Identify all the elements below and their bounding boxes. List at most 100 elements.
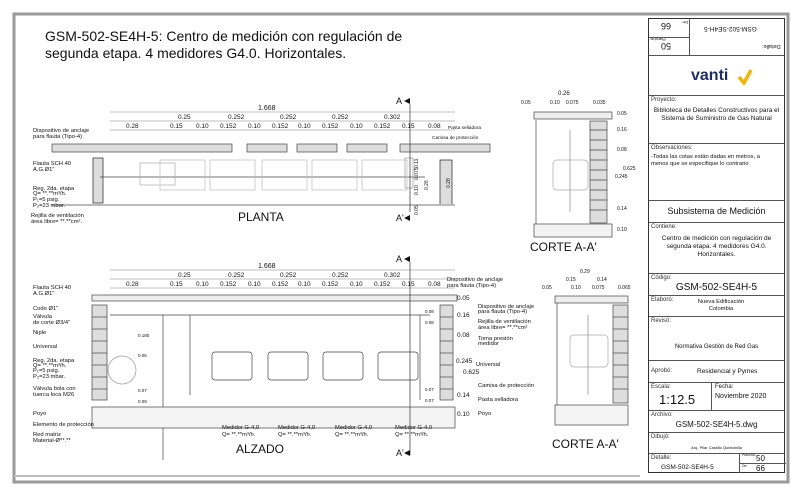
alzado-section-a2: A': [396, 448, 404, 458]
dimension-label: 0.08: [428, 123, 441, 130]
callout-label: Poyo: [33, 411, 46, 417]
corte-bottom-view: [554, 295, 629, 426]
callout-label: A.G.Ø1": [33, 167, 54, 173]
planta-dim-total: 1.668: [258, 105, 276, 112]
callout-label: Rejilla de ventilación: [478, 319, 531, 325]
detalle-box: Detalle: GSM-502-SE4H-5 Plancha: 50 De: …: [649, 453, 786, 474]
archivo-label: Archivo:: [651, 412, 673, 418]
callout-label: Rejilla de ventilación: [31, 213, 84, 219]
callout-label: Q= **.**m³/h.: [33, 191, 67, 197]
drawing-title-line1: GSM-502-SE4H-5: Centro de medición con r…: [45, 28, 402, 44]
callout-label: Dispositivo de anclaje: [33, 128, 89, 134]
de-label: De:: [681, 20, 688, 25]
dimension-label: 0.05: [542, 285, 552, 291]
elaboro-box: Elaboró: Nueva Edificación Colombia: [649, 296, 784, 317]
corte-top-title: CORTE A-A': [530, 240, 597, 254]
dibujo-value: Arq. Pilar Castillo Quintanilla: [691, 445, 742, 450]
dimension-label: 0.08: [425, 320, 434, 325]
dimension-label: 0.10: [248, 281, 261, 288]
corte-bottom-title: CORTE A-A': [552, 437, 619, 451]
dimension-label: 0.252: [280, 272, 297, 279]
callout-label: A.G.Ø1": [33, 291, 54, 297]
escala-value: 1:12.5: [659, 392, 696, 407]
callout-label: tuerca loca M26: [33, 392, 74, 398]
aprobo-label: Aprobó:: [651, 368, 673, 374]
callout-label: Q= **.**m³/h.: [33, 363, 67, 369]
subsistema-box: Subsistema de Medición: [649, 201, 784, 223]
dimension-label: 0.05: [414, 205, 420, 215]
callout-label: medidor: [478, 341, 499, 347]
callout-label: Flauta SCH 40: [33, 161, 71, 167]
dimension-label: 0.075: [592, 285, 605, 291]
callout-label: P₂=23 mbar.: [33, 203, 65, 209]
observaciones-box: Observaciones: -Todas las cotas están da…: [649, 144, 784, 201]
dimension-label: 0.05: [457, 295, 470, 302]
reviso-value: Normativa Gestión de Red Gas: [674, 344, 759, 350]
dimension-label: 0.14: [457, 392, 470, 399]
dimension-label: 0.07: [425, 387, 434, 392]
drawing-title-line2: segunda etapa. 4 medidores G4.0. Horizon…: [45, 45, 346, 61]
dimension-label: 0.15: [402, 123, 415, 130]
dimension-label: 0.11: [414, 158, 420, 168]
dimension-label: 0.625: [623, 166, 636, 172]
dimension-label: 0.075: [414, 167, 420, 180]
dimension-label: 0.302: [384, 272, 401, 279]
contiene-label: Contiene:: [651, 224, 677, 230]
dimension-label: 0.14: [597, 277, 607, 283]
dimension-label: 0.25: [178, 272, 191, 279]
dimension-label: 0.625: [463, 369, 480, 376]
meter-flow-label: Q= **.**m³/h.: [395, 432, 429, 438]
dimension-label: 0.08: [425, 309, 434, 314]
archivo-value: GSM-502-SE4H-5.dwg: [675, 420, 758, 429]
dibujo-box: Dibujó: Arq. Pilar Castillo Quintanilla: [649, 433, 784, 454]
contiene-value: Centro de medición con regulación de seg…: [661, 235, 772, 258]
section-arrow-icon: [404, 450, 410, 456]
proyecto-label: Proyecto:: [651, 97, 677, 103]
dimension-label: 0.08: [617, 147, 627, 153]
dimension-label: 0.16: [457, 312, 470, 319]
dimension-label: 0.252: [332, 114, 349, 121]
sheet-number-box: 66 De: 50 Plancha: GSM-502-SE4H-5 Detall…: [649, 19, 784, 56]
dimension-label: 0.035: [593, 100, 606, 106]
dimension-label: 0.152: [322, 281, 339, 288]
plancha-value: 50: [661, 41, 672, 51]
dimension-label: 0.07: [425, 398, 434, 403]
dimension-label: 0.152: [322, 123, 339, 130]
callout-label: Niple: [33, 330, 46, 336]
dibujo-label: Dibujó:: [651, 434, 670, 440]
meter-label: Medidor G-4,0: [395, 425, 432, 431]
de-value: 66: [661, 21, 672, 31]
escala-fecha-box: Escala: 1:12.5 Fecha: Noviembre 2020: [649, 383, 784, 411]
dimension-label: 0.15: [402, 281, 415, 288]
corte-top-view: [533, 111, 613, 238]
callout-label: Camisa de protección: [478, 383, 534, 389]
archivo-box: Archivo: GSM-502-SE4H-5.dwg: [649, 411, 784, 433]
dimension-label: 0.09: [138, 399, 147, 404]
dimension-label: 0.15: [170, 123, 183, 130]
callout-label: Camisa de protección: [432, 135, 479, 141]
dimension-label: 0.29: [580, 269, 590, 275]
aprobo-box: Aprobó: Residencial y Pymes: [649, 361, 784, 383]
planta-section-a: A: [396, 96, 402, 106]
callout-label: Red matriz: [33, 432, 61, 438]
plancha-label: Plancha:: [650, 37, 666, 42]
fecha-label: Fecha:: [715, 384, 734, 390]
de-bottom-value: 66: [756, 464, 765, 473]
dimension-label: 0.252: [228, 272, 245, 279]
alzado-title: ALZADO: [236, 442, 284, 456]
contiene-box: Contiene: Centro de medición con regulac…: [649, 223, 784, 274]
dimension-label: 0.10: [350, 281, 363, 288]
dimension-label: 0.10: [457, 411, 470, 418]
aprobo-value: Residencial y Pymes: [697, 368, 758, 375]
planta-view: [51, 104, 491, 212]
dimension-label: 0.252: [332, 272, 349, 279]
dimension-label: 0.10: [350, 123, 363, 130]
dimension-label: 0.10: [617, 227, 627, 233]
observaciones-value: -Todas las cotas están dadas en metros, …: [651, 154, 760, 167]
fecha-value: Noviembre 2020: [715, 393, 767, 400]
proyecto-box: Proyecto: Biblioteca de Detalles Constru…: [649, 96, 784, 144]
dimension-label: 0.05: [521, 100, 531, 106]
callout-label: Flauta SCH 40: [33, 285, 71, 291]
planta-title: PLANTA: [238, 210, 284, 224]
